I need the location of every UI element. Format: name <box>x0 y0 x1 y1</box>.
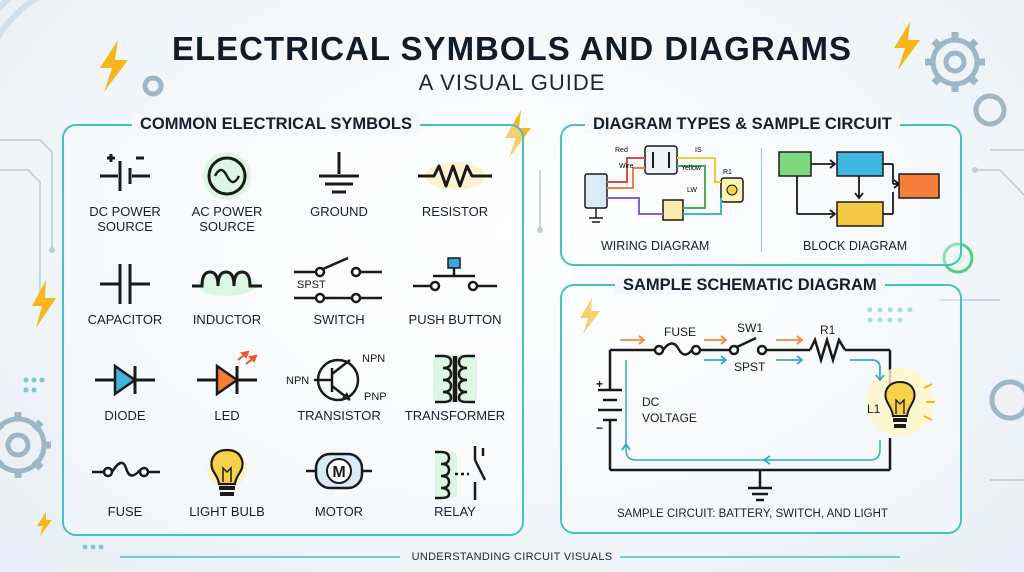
gear-teeth <box>0 32 985 478</box>
symbol-label: RELAY <box>434 504 476 519</box>
symbol-diode: DIODE <box>70 350 180 423</box>
symbol-led: LED <box>172 350 282 423</box>
page-subtitle: A VISUAL GUIDE <box>418 70 606 95</box>
transformer-icon <box>433 354 477 404</box>
schematic-r1-label: R1 <box>820 323 836 337</box>
symbol-label: PUSH BUTTON <box>408 312 502 327</box>
symbol-label: CAPACITOR <box>87 312 163 327</box>
wiring-diagram: Red Wire Yellow IS R1 LW <box>584 145 744 223</box>
page-title: ELECTRICAL SYMBOLS AND DIAGRAMS <box>171 30 852 67</box>
diode-icon <box>95 363 155 397</box>
wiring-tag-red: Red <box>615 147 628 154</box>
schematic-l1-label: L1 <box>867 402 881 416</box>
symbol-label: INDUCTOR <box>192 312 262 327</box>
footer-text: UNDERSTANDING CIRCUIT VISUALS <box>411 551 613 563</box>
symbol-label: TRANSISTOR <box>297 408 381 423</box>
transistor-tag-npn-left: NPN <box>286 375 309 387</box>
inductor-icon <box>192 270 262 296</box>
dc-power-source-icon <box>100 154 150 191</box>
symbol-light-bulb: LIGHT BULB <box>172 446 282 519</box>
symbol-dc-power-source: DC POWER SOURCE <box>70 146 180 234</box>
symbol-switch: SPST SWITCH <box>284 254 394 327</box>
symbol-label: TRANSFORMER <box>404 408 506 423</box>
symbol-push-button: PUSH BUTTON <box>400 254 510 327</box>
battery-minus-sign: − <box>596 421 603 435</box>
battery-plus-sign: + <box>596 377 603 391</box>
symbol-label: AC POWER SOURCE <box>191 204 263 234</box>
block-diagram <box>778 151 940 227</box>
transistor-tag-pnp: PNP <box>364 391 387 403</box>
led-icon <box>197 350 258 397</box>
symbol-fuse: FUSE <box>70 446 180 519</box>
diagram-types-title: DIAGRAM TYPES & SAMPLE CIRCUIT <box>585 115 900 134</box>
symbol-motor: M MOTOR <box>284 446 394 519</box>
transistor-icon: NPN NPN PNP <box>286 353 387 403</box>
block-blue <box>836 151 884 177</box>
relay-icon <box>435 446 487 500</box>
symbol-relay: RELAY <box>400 446 510 519</box>
wiring-tag-wire: Wire <box>619 163 633 170</box>
symbols-panel-title: COMMON ELECTRICAL SYMBOLS <box>132 115 420 134</box>
wiring-tag-lw: LW <box>687 187 697 194</box>
fuse-icon <box>92 461 160 478</box>
symbol-label: MOTOR <box>314 504 364 519</box>
block-green <box>778 151 812 177</box>
switch-tag: SPST <box>297 279 326 291</box>
wiring-tag-r1: R1 <box>723 169 732 176</box>
wiring-tag-yellow: Yellow <box>681 165 702 172</box>
schematic-voltage-label: VOLTAGE <box>642 411 697 425</box>
symbol-label: LED <box>214 408 240 423</box>
block-yellow <box>836 201 884 227</box>
ac-power-source-icon <box>203 152 251 200</box>
resistor-icon <box>418 162 492 190</box>
symbol-ground: GROUND <box>284 146 394 219</box>
symbol-label: SWITCH <box>313 312 365 327</box>
capacitor-icon <box>100 264 150 304</box>
symbol-label: GROUND <box>310 204 368 219</box>
schematic-fuse-label: FUSE <box>664 325 696 339</box>
symbol-label: FUSE <box>107 504 143 519</box>
switch-icon: SPST <box>294 256 382 304</box>
symbol-capacitor: CAPACITOR <box>70 254 180 327</box>
symbol-label: RESISTOR <box>421 204 489 219</box>
ground-icon <box>319 152 359 194</box>
symbol-inductor: INDUCTOR <box>172 254 282 327</box>
schematic-diagram: FUSE SW1 SPST R1 L1 DC VOLTAGE + − <box>596 321 935 502</box>
schematic-title: SAMPLE SCHEMATIC DIAGRAM <box>615 276 885 295</box>
symbol-label: LIGHT BULB <box>189 504 265 519</box>
light-bulb-icon <box>207 448 247 496</box>
block-diagram-label: BLOCK DIAGRAM <box>803 239 908 253</box>
schematic-spst-label: SPST <box>734 360 766 374</box>
symbol-ac-power-source: AC POWER SOURCE <box>172 146 282 234</box>
symbol-label: DIODE <box>104 408 146 423</box>
wiring-tag-is: IS <box>695 147 702 154</box>
schematic-dc-label: DC <box>642 395 660 409</box>
schematic-caption: SAMPLE CIRCUIT: BATTERY, SWITCH, AND LIG… <box>617 508 888 520</box>
symbol-resistor: RESISTOR <box>400 146 510 219</box>
wiring-diagram-label: WIRING DIAGRAM <box>601 239 710 253</box>
motor-letter: M <box>332 464 345 481</box>
schematic-sw1-label: SW1 <box>737 321 763 335</box>
transistor-tag-npn-top: NPN <box>362 353 385 365</box>
symbol-transistor: NPN NPN PNP TRANSISTOR <box>284 350 394 423</box>
symbol-transformer: TRANSFORMER <box>400 350 510 423</box>
push-button-icon <box>413 257 497 292</box>
divider <box>761 148 762 252</box>
motor-icon: M <box>306 452 372 490</box>
block-orange <box>898 173 940 199</box>
symbol-label: DC POWER SOURCE <box>89 204 161 234</box>
